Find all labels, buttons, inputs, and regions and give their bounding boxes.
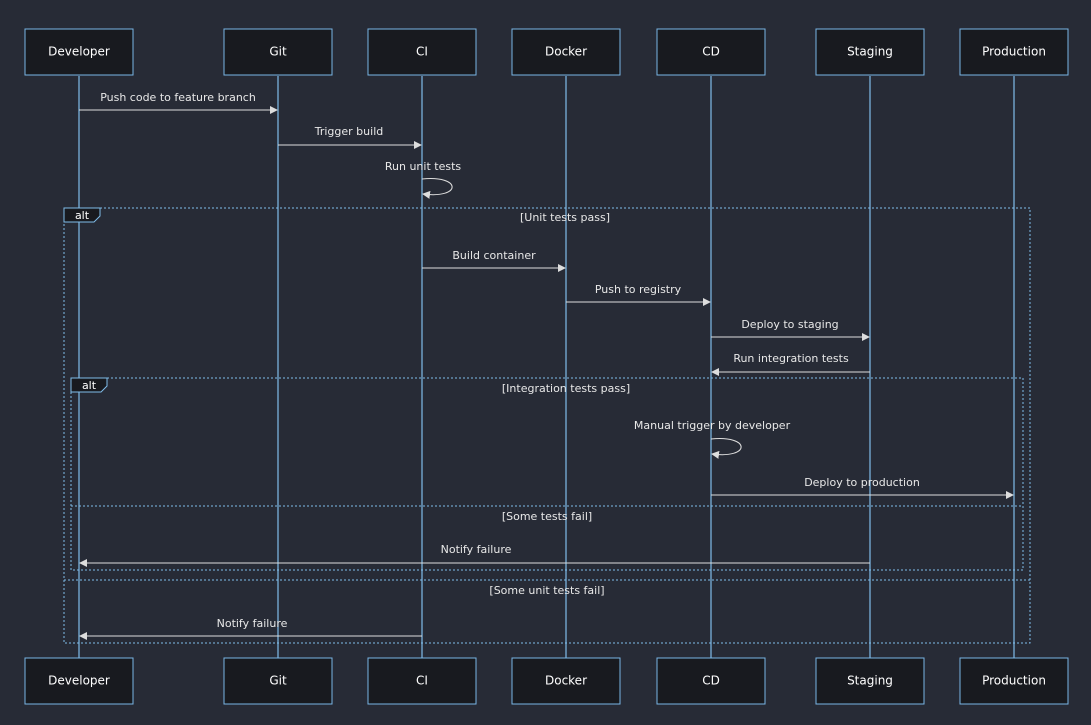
message-label: Manual trigger by developer <box>634 419 791 432</box>
messages: Push code to feature branch Trigger buil… <box>79 91 1014 640</box>
actor-label: CI <box>416 45 428 59</box>
actor-box <box>367 657 477 705</box>
message-label: Notify failure <box>217 617 288 630</box>
actor-box <box>511 28 621 76</box>
actor-box <box>223 657 333 705</box>
actor-cd: CD <box>656 657 766 705</box>
inner-alt-fragment: alt [Integration tests pass] [Some tests… <box>70 377 1024 571</box>
actors-bottom: Developer Git CI Docker CD Staging <box>24 657 1069 705</box>
actor-ci: CI <box>367 657 477 705</box>
actor-label: CD <box>702 674 720 688</box>
actor-label: Git <box>269 45 287 59</box>
actor-git: Git <box>223 657 333 705</box>
message-label: Trigger build <box>314 125 383 138</box>
actor-box <box>511 657 621 705</box>
inner-alt-keyword: alt <box>82 379 97 392</box>
inner-alt-tab <box>70 377 108 393</box>
actor-git: Git <box>223 28 333 76</box>
message-label: Push to registry <box>595 283 682 296</box>
message-label: Push code to feature branch <box>100 91 256 104</box>
lifelines <box>78 76 1015 658</box>
message-label: Build container <box>452 249 536 262</box>
actor-label: CD <box>702 45 720 59</box>
outer-alt-fragment: alt [Unit tests pass] [Some unit tests f… <box>63 207 1031 644</box>
actor-docker: Docker <box>511 28 621 76</box>
actor-box <box>959 28 1069 76</box>
actor-label: Git <box>269 674 287 688</box>
actor-staging: Staging <box>815 657 925 705</box>
message-label: Deploy to production <box>804 476 920 489</box>
actor-box <box>959 657 1069 705</box>
actor-label: Docker <box>545 674 587 688</box>
message-label: Run integration tests <box>733 352 849 365</box>
message-label: Deploy to staging <box>741 318 838 331</box>
actor-label: Developer <box>48 45 110 59</box>
message-label: Notify failure <box>441 543 512 556</box>
inner-alt-frame <box>70 377 1024 571</box>
actor-cd: CD <box>656 28 766 76</box>
actor-label: CI <box>416 674 428 688</box>
self-message-arrow <box>421 178 453 199</box>
actor-box <box>24 28 134 76</box>
actor-box <box>656 28 766 76</box>
actor-box <box>24 657 134 705</box>
actor-box <box>367 28 477 76</box>
outer-alt-else-condition: [Some unit tests fail] <box>489 584 604 597</box>
actor-box <box>656 657 766 705</box>
inner-alt-condition: [Integration tests pass] <box>502 382 630 395</box>
actor-label: Staging <box>847 674 893 688</box>
actor-label: Docker <box>545 45 587 59</box>
actors-top: Developer Git CI Docker CD Staging <box>24 28 1069 76</box>
outer-alt-condition: [Unit tests pass] <box>520 211 610 224</box>
actor-production: Production <box>959 28 1069 76</box>
outer-alt-tab <box>63 207 101 223</box>
actor-production: Production <box>959 657 1069 705</box>
actor-staging: Staging <box>815 28 925 76</box>
actor-box <box>223 28 333 76</box>
inner-alt-else-condition: [Some tests fail] <box>502 510 592 523</box>
message-label: Run unit tests <box>385 160 462 173</box>
actor-developer: Developer <box>24 28 134 76</box>
actor-label: Developer <box>48 674 110 688</box>
outer-alt-keyword: alt <box>75 209 90 222</box>
actor-label: Production <box>982 674 1046 688</box>
actor-developer: Developer <box>24 657 134 705</box>
self-message-arrow <box>710 438 742 459</box>
actor-box <box>815 28 925 76</box>
actor-label: Staging <box>847 45 893 59</box>
actor-box <box>815 657 925 705</box>
actor-label: Production <box>982 45 1046 59</box>
outer-alt-frame <box>63 207 1031 644</box>
actor-docker: Docker <box>511 657 621 705</box>
actor-ci: CI <box>367 28 477 76</box>
